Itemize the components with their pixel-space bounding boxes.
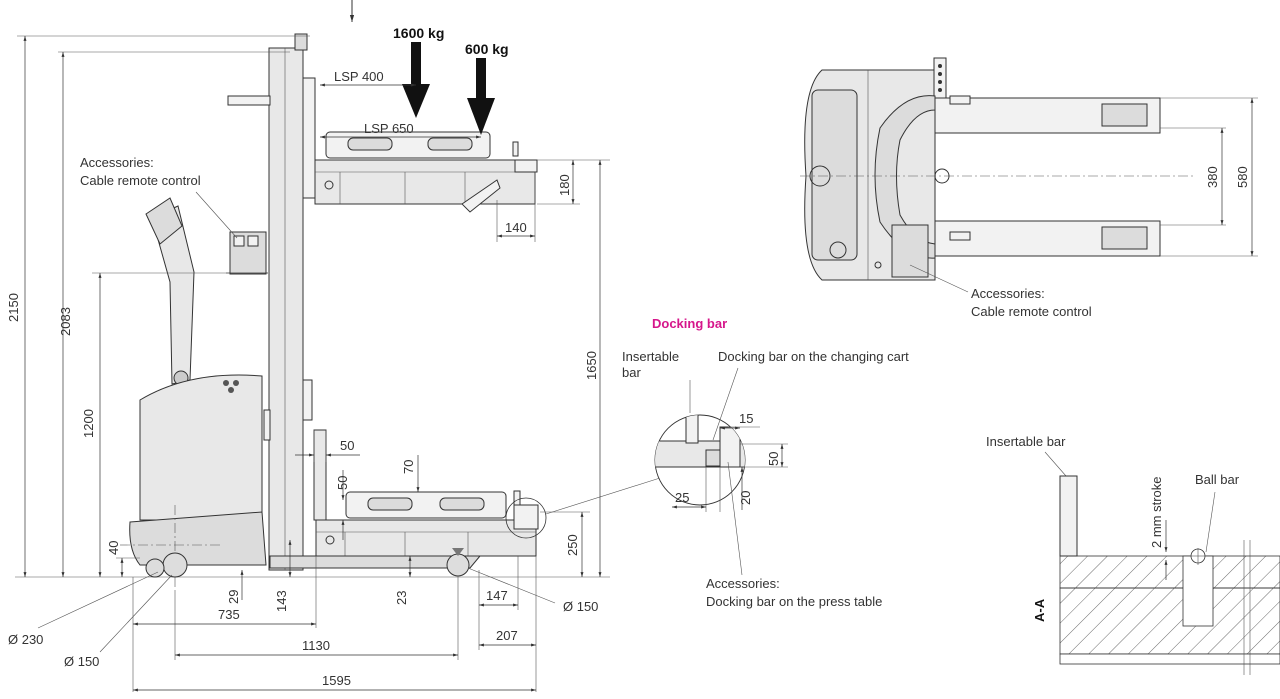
section-ball-bar (1182, 555, 1214, 627)
dim-29: 29 (226, 590, 241, 604)
lsp-650-label: LSP 650 (364, 121, 414, 136)
insertable-line1: Insertable (622, 349, 679, 364)
wheel-230-label: Ø 230 (8, 632, 43, 647)
dim-2150: 2150 (6, 293, 21, 322)
load-arrow-600 (467, 98, 495, 135)
section-insertable-bar (1059, 475, 1078, 557)
accessories-press-line1: Accessories: (706, 576, 780, 591)
dim-1595: 1595 (322, 673, 351, 688)
mast-handle (227, 95, 271, 106)
dim-380: 380 (1205, 166, 1220, 188)
section-insertable-label: Insertable bar (986, 434, 1066, 449)
dim-180: 180 (557, 174, 572, 196)
dim-207: 207 (496, 628, 518, 643)
section-ball-bar-label: Ball bar (1195, 472, 1240, 487)
dim-147: 147 (486, 588, 508, 603)
accessories-press-line2: Docking bar on the press table (706, 594, 882, 609)
lower-load-table (315, 519, 537, 557)
wheel-150-rear-label: Ø 150 (563, 599, 598, 614)
load-600-label: 600 kg (465, 41, 509, 57)
dim-2083: 2083 (58, 307, 73, 336)
section-stroke-label: 2 mm stroke (1149, 476, 1164, 548)
dim-1650: 1650 (584, 351, 599, 380)
section-label: A-A (1032, 598, 1047, 622)
chassis-body (139, 374, 263, 521)
dim-143: 143 (274, 590, 289, 612)
accessories-side-line2: Cable remote control (80, 173, 201, 188)
detail-dim-15: 15 (739, 411, 753, 426)
accessories-side-line1: Accessories: (80, 155, 154, 170)
dim-40: 40 (106, 541, 121, 555)
upper-load-table (314, 159, 536, 205)
load-1600-label: 1600 kg (393, 25, 444, 41)
detail-dim-20: 20 (738, 491, 753, 505)
dim-70: 70 (401, 460, 416, 474)
load-arrow-1600 (402, 84, 430, 118)
mast (268, 47, 304, 571)
dim-50-vertical: 50 (335, 476, 350, 490)
accessories-top-line2: Cable remote control (971, 304, 1092, 319)
detail-dim-50: 50 (766, 452, 781, 466)
dim-1200: 1200 (81, 409, 96, 438)
dim-580: 580 (1235, 166, 1250, 188)
dim-50-horizontal: 50 (340, 438, 354, 453)
lsp-400-label: LSP 400 (334, 69, 384, 84)
docking-bar-detail: Docking bar Insertable bar Docking bar o… (622, 316, 909, 609)
cart-bar-label: Docking bar on the changing cart (718, 349, 909, 364)
dim-250: 250 (565, 534, 580, 556)
dim-1130: 1130 (302, 638, 330, 653)
dim-140: 140 (505, 220, 527, 235)
accessories-top-line1: Accessories: (971, 286, 1045, 301)
wheel-150-front-label: Ø 150 (64, 654, 99, 669)
section-a-a: Insertable bar 2 mm stroke Ball bar A-A (986, 434, 1280, 675)
top-view: 380 580 Accessories: Cable remote contro… (800, 57, 1258, 319)
detail-dim-25: 25 (675, 490, 689, 505)
dim-735: 735 (218, 607, 240, 622)
side-view: 1600 kg 600 kg LSP 400 LSP 650 2150 2083… (6, 0, 661, 692)
docking-bar-title: Docking bar (652, 316, 727, 331)
insertable-line2: bar (622, 365, 641, 380)
dim-23: 23 (394, 591, 409, 605)
